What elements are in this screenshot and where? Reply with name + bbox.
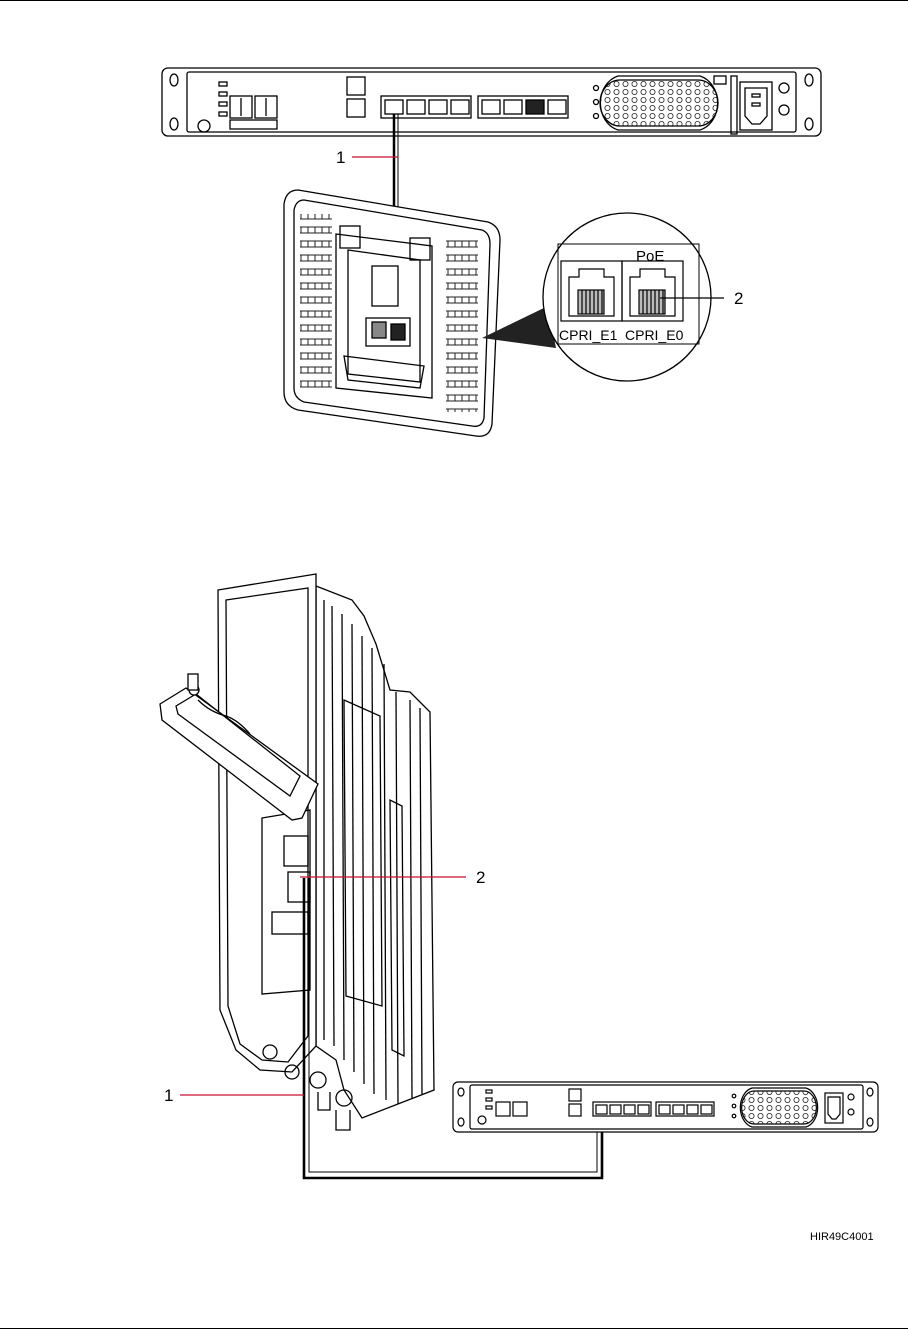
figure-2: 2 1 <box>160 574 878 1178</box>
port-left-label: CPRI_E1 <box>559 327 618 343</box>
callout-1-fig1: 1 <box>336 148 398 167</box>
callout-2-fig1-label: 2 <box>734 289 743 308</box>
figure-code: HIR49C4001 <box>810 1231 874 1243</box>
access-point-tall <box>218 574 434 1130</box>
magnifier-ports: PoE CPRI_E1 CPRI_E0 <box>543 213 711 381</box>
poe-label: PoE <box>636 248 664 265</box>
figure-1: 1 <box>162 68 821 436</box>
callout-2-fig2-label: 2 <box>476 868 485 887</box>
port-right-label: CPRI_E0 <box>625 327 684 343</box>
switch-top <box>162 68 821 136</box>
callout-1-fig2-label: 1 <box>164 1086 173 1105</box>
access-point-square <box>284 190 500 436</box>
switch-bottom <box>453 1082 878 1132</box>
callout-1-fig1-label: 1 <box>336 148 345 167</box>
callout-1-fig2: 1 <box>164 1086 304 1105</box>
